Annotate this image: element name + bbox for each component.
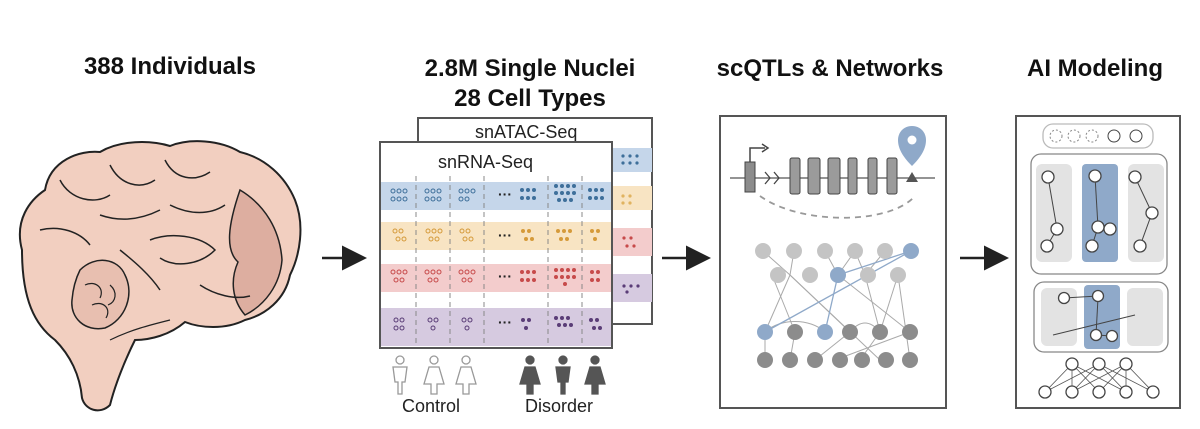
stage-title-nuclei: 2.8M Single Nuclei — [424, 55, 636, 82]
control-label: Control — [402, 396, 460, 416]
ellipsis-row-3: ··· — [498, 268, 512, 284]
control-people-icons — [392, 355, 477, 395]
stage-title-ai-modeling: AI Modeling — [1027, 55, 1163, 82]
scqtl-network-panel — [719, 115, 947, 409]
control-person-icon — [392, 355, 408, 395]
ellipsis-row-2: ··· — [498, 227, 512, 243]
disorder-people-icons — [519, 355, 606, 395]
stage-title-cell-types: 28 Cell Types — [454, 85, 606, 112]
control-person-icon — [455, 355, 477, 395]
ellipsis-row-1: ··· — [498, 186, 512, 202]
variant-triangle-icon — [906, 172, 918, 182]
disorder-person-icon — [519, 355, 541, 395]
cell-type-row-orange — [381, 222, 611, 250]
cell-type-row-purple — [381, 308, 611, 346]
stage-title-scqtls: scQTLs & Networks — [716, 55, 944, 82]
tss-arrow-icon — [749, 147, 765, 168]
disorder-label: Disorder — [525, 396, 593, 416]
snrna-panel: snRNA-Seq — [379, 141, 613, 349]
control-person-icon — [423, 355, 445, 395]
snrna-label: snRNA-Seq — [438, 152, 533, 172]
snatac-label: snATAC-Seq — [475, 122, 577, 142]
stage-title-individuals: 388 Individuals — [83, 53, 257, 80]
brain-illustration — [18, 140, 302, 412]
disorder-person-icon — [584, 355, 606, 395]
ai-model-panel — [1015, 115, 1181, 409]
disorder-person-icon — [555, 355, 571, 395]
ellipsis-row-4: ··· — [498, 314, 512, 330]
